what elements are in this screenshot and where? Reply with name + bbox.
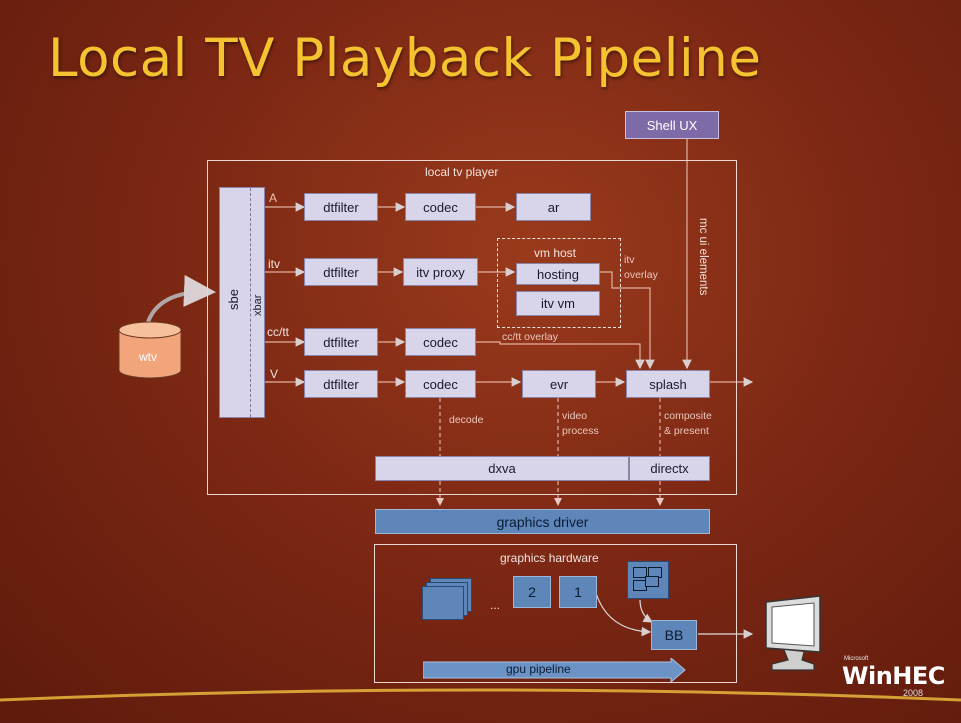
graphics-driver-box: graphics driver bbox=[375, 509, 710, 534]
gpu-pipeline-label: gpu pipeline bbox=[506, 662, 571, 676]
composite-present-label: composite & present bbox=[664, 410, 712, 437]
bb-box: BB bbox=[651, 620, 697, 650]
codec-a-box: codec bbox=[405, 193, 476, 221]
dtfilter-v-box: dtfilter bbox=[304, 370, 378, 398]
ellipsis-label: ... bbox=[490, 598, 501, 612]
slide-title: Local TV Playback Pipeline bbox=[48, 28, 762, 89]
sbe-label: sbe bbox=[226, 289, 241, 310]
dxva-box: dxva bbox=[375, 456, 629, 481]
buffer-stack-icon bbox=[422, 578, 472, 620]
local-tv-player-label: local tv player bbox=[425, 165, 499, 179]
logo-microsoft-text: Microsoft bbox=[844, 656, 869, 662]
vm-host-frame bbox=[497, 238, 621, 328]
monitor-icon bbox=[758, 594, 828, 674]
directx-box: directx bbox=[629, 456, 710, 481]
itv-proxy-box: itv proxy bbox=[403, 258, 478, 286]
itv-vm-box: itv vm bbox=[516, 291, 600, 316]
decode-label: decode bbox=[449, 414, 484, 426]
codec-v-box: codec bbox=[405, 370, 476, 398]
dtfilter-cctt-box: dtfilter bbox=[304, 328, 378, 356]
dtfilter-itv-box: dtfilter bbox=[304, 258, 378, 286]
evr-box: evr bbox=[522, 370, 596, 398]
vm-host-label: vm host bbox=[534, 246, 577, 260]
gpu-pipeline-arrow bbox=[422, 656, 687, 684]
stream-cctt-label: cc/tt bbox=[267, 325, 290, 339]
graphics-hardware-frame bbox=[374, 544, 737, 683]
winhec-logo: WinHEC bbox=[842, 662, 945, 690]
itv-overlay-label: itv overlay bbox=[624, 254, 658, 281]
xbar-label: xbar bbox=[252, 294, 264, 316]
buffer-1-box: 1 bbox=[559, 576, 597, 608]
dtfilter-a-box: dtfilter bbox=[304, 193, 378, 221]
stream-a-label: A bbox=[269, 191, 278, 205]
local-tv-player-frame bbox=[207, 160, 737, 495]
codec-cctt-box: codec bbox=[405, 328, 476, 356]
sbe-divider bbox=[250, 188, 251, 417]
wtv-cylinder bbox=[118, 320, 182, 380]
wtv-label: wtv bbox=[139, 350, 157, 364]
logo-year: 2008 bbox=[903, 688, 924, 698]
splash-box: splash bbox=[626, 370, 710, 398]
ar-box: ar bbox=[516, 193, 591, 221]
windows-icon bbox=[627, 561, 669, 599]
sbe-bar bbox=[219, 187, 265, 418]
hosting-box: hosting bbox=[516, 263, 600, 285]
shell-ux-box: Shell UX bbox=[625, 111, 719, 139]
video-process-label: video process bbox=[562, 410, 599, 437]
stream-itv-label: itv bbox=[268, 257, 280, 271]
graphics-hardware-label: graphics hardware bbox=[500, 551, 599, 565]
cctt-overlay-label: cc/tt overlay bbox=[502, 331, 559, 343]
stream-v-label: V bbox=[270, 367, 279, 381]
buffer-2-box: 2 bbox=[513, 576, 551, 608]
